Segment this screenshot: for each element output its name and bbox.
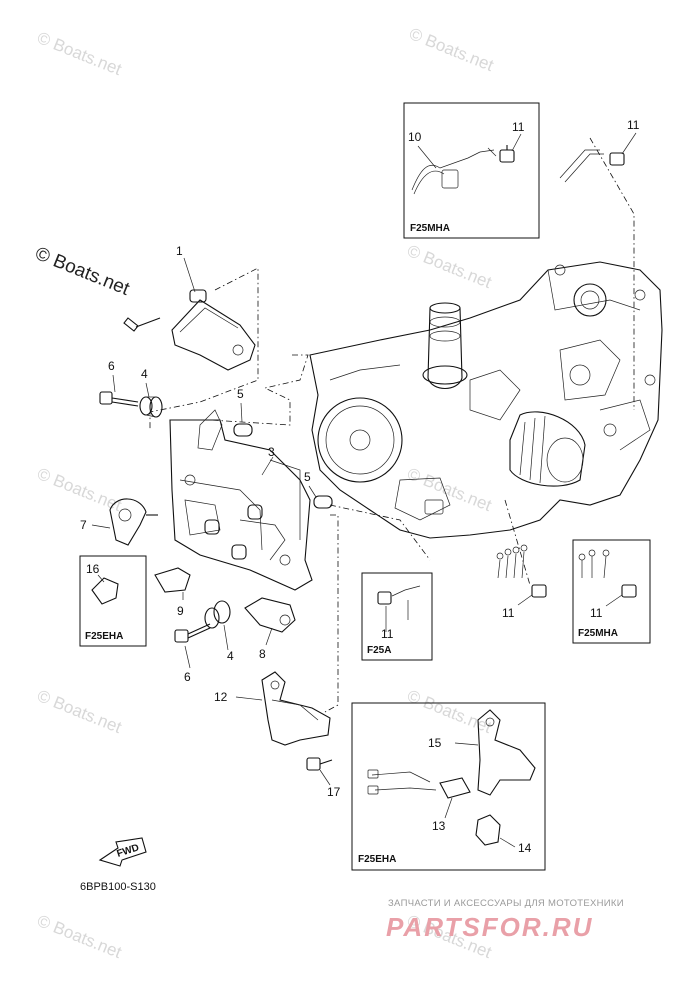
cable-bolt-11-right: 11 [559, 118, 640, 410]
inset-left-f25eha: 16 F25EHA [79, 555, 147, 647]
inset-label: F25A [367, 645, 391, 656]
callout-11: 11 [627, 118, 640, 132]
callout-6: 6 [184, 670, 191, 684]
part-17-screw: 17 [306, 757, 341, 799]
callout-4: 4 [227, 649, 234, 663]
bolt-11-icon [609, 152, 625, 166]
assembly-line [329, 504, 431, 561]
callout-16: 16 [86, 562, 100, 576]
callout-12: 12 [214, 690, 228, 704]
inset-right-f25mha: 11 F25MHA [572, 539, 651, 644]
callout-7: 7 [80, 518, 87, 532]
part-3-bracket: 3 [169, 409, 313, 591]
callout-9: 9 [177, 604, 184, 618]
callout-11: 11 [512, 120, 525, 134]
part-1-cdi-unit: 1 [123, 244, 259, 430]
bolt-11-icon [621, 584, 637, 598]
callout-13: 13 [432, 819, 446, 833]
watermark: © Boats.net [405, 686, 495, 737]
footer-tagline: ЗАПЧАСТИ И АКСЕССУАРЫ ДЛЯ МОТОТЕХНИКИ [388, 898, 624, 909]
watermark: © Boats.net [405, 464, 495, 515]
part-6-bolt: 6 [99, 359, 139, 407]
diagram-code: 6BPB100-S130 [80, 881, 156, 893]
callout-11: 11 [590, 606, 603, 620]
watermark: © Boats.net [35, 911, 125, 962]
footer-logo: PARTSFOR.RU [386, 912, 593, 942]
part-4-grommet-lower: 4 [204, 600, 234, 663]
assembly-line [209, 354, 309, 426]
watermark: © Boats.net [407, 24, 497, 75]
callout-5: 5 [304, 470, 311, 484]
callout-8: 8 [259, 647, 266, 661]
callout-15: 15 [428, 736, 442, 750]
callout-11: 11 [502, 606, 515, 620]
watermark: © Boats.net [35, 28, 125, 79]
part-8-clamp: 8 [244, 597, 296, 661]
inset-label: F25MHA [578, 628, 618, 639]
inset-bottom-f25eha: 15 13 14 F25EHA [351, 702, 546, 871]
callout-10: 10 [408, 130, 422, 144]
part-12-bracket: 12 [214, 671, 331, 746]
callout-3: 3 [268, 445, 275, 459]
inset-label: F25EHA [358, 854, 396, 865]
watermark: © Boats.net [35, 686, 125, 737]
footer-brand: ЗАПЧАСТИ И АКСЕССУАРЫ ДЛЯ МОТОТЕХНИКИ PA… [386, 898, 624, 942]
part-5-collar: 5 [233, 387, 253, 437]
inset-label: F25MHA [410, 223, 450, 234]
part-6-bolt-lower: 6 [174, 623, 211, 684]
watermark-group: © Boats.net © Boats.net © Boats.net © Bo… [32, 24, 496, 962]
inset-label: F25EHA [85, 631, 123, 642]
bolt-11-icon [531, 584, 547, 598]
callout-6: 6 [108, 359, 115, 373]
inset-f25a: 11 F25A [361, 572, 433, 661]
fwd-arrow-icon: FWD [98, 837, 147, 867]
bolt-11-icon [499, 145, 515, 163]
assembly-line [324, 514, 339, 713]
terminal-group-mid: 11 [496, 544, 547, 620]
assembly-line [504, 499, 531, 586]
part-5-collar-2: 5 [304, 470, 333, 509]
callout-5: 5 [237, 387, 244, 401]
inset-top-f25mha: 10 11 F25MHA [403, 102, 540, 239]
callout-4: 4 [141, 367, 148, 381]
fwd-label: FWD [116, 842, 141, 860]
engine-block [309, 261, 663, 539]
part-9-clip: 9 [154, 567, 191, 618]
callout-1: 1 [176, 244, 183, 258]
callout-11: 11 [381, 627, 394, 641]
part-7-clamp: 7 [80, 498, 158, 546]
screw-icon [123, 317, 161, 332]
callout-17: 17 [327, 785, 341, 799]
watermark: © Boats.net [405, 241, 495, 292]
watermark-main: © Boats.net [32, 243, 133, 300]
part-4-grommet: 4 [139, 367, 163, 418]
callout-14: 14 [518, 841, 532, 855]
